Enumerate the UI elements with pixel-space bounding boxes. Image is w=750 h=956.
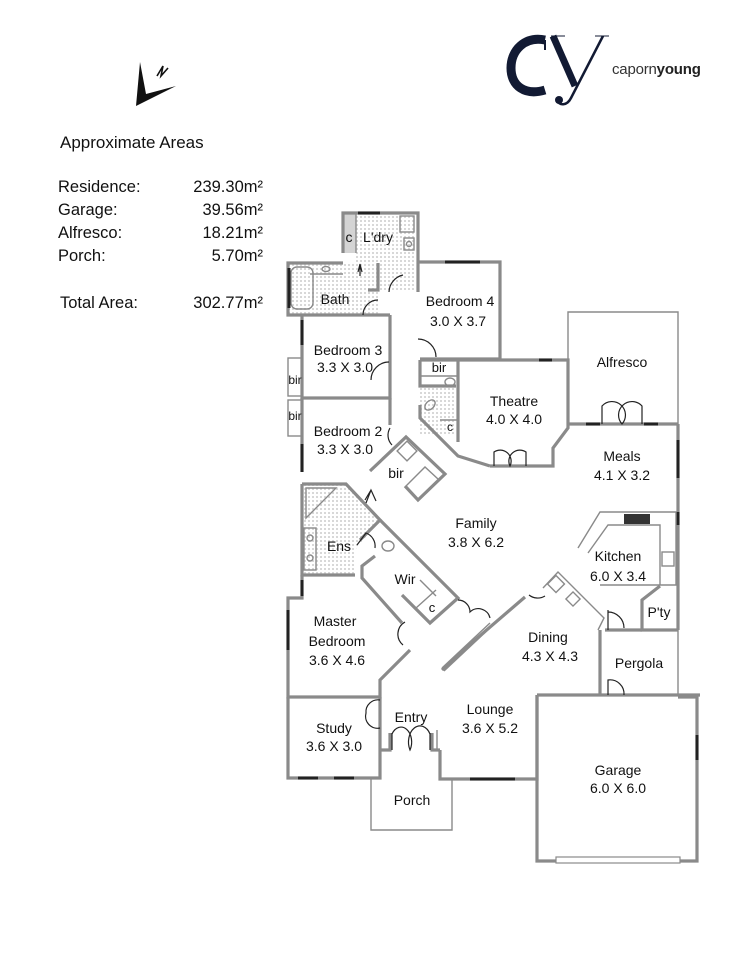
north-arrow-icon: N	[136, 62, 176, 106]
bath	[286, 261, 404, 317]
room-label-garage: Garage	[595, 762, 642, 778]
room-label-dining: Dining	[528, 629, 568, 645]
room-label-bedroom2-bir: bir	[288, 409, 301, 423]
room-label-bedroom2: Bedroom 2	[314, 423, 383, 439]
room-label-pantry: P'ty	[648, 604, 671, 620]
room-size-meals: 4.1 X 3.2	[594, 467, 650, 483]
room-label-laundry: L'dry	[363, 229, 393, 245]
room-label-master-2: Bedroom	[309, 633, 366, 649]
brand-logo: capornyoung CY	[505, 28, 735, 108]
room-label-ensuite: Ens	[327, 538, 351, 554]
room-label-entry: Entry	[395, 709, 428, 725]
area-row-porch: Porch:5.70m²	[58, 247, 263, 265]
entry	[370, 725, 453, 831]
room-label-study: Study	[316, 720, 352, 736]
dining	[440, 570, 605, 695]
brand-name: capornyoung	[612, 61, 701, 78]
study	[286, 697, 382, 780]
area-row-garage: Garage:39.56m²	[58, 201, 263, 219]
room-size-theatre: 4.0 X 4.0	[486, 411, 542, 427]
walk-in-robe	[360, 518, 461, 626]
area-row-total: Total Area:302.77m²	[60, 294, 263, 312]
alfresco	[567, 311, 679, 426]
room-label-laundry-cupboard: c	[346, 229, 353, 245]
room-labels: c L'dry Bath Bedroom 4 3.0 X 3.7 Bedroom…	[288, 229, 670, 808]
room-label-kitchen: Kitchen	[595, 548, 642, 564]
room-size-bedroom2: 3.3 X 3.0	[317, 441, 373, 457]
room-label-meals: Meals	[603, 448, 640, 464]
room-label-alfresco: Alfresco	[597, 354, 648, 370]
room-label-porch: Porch	[394, 792, 431, 808]
bedroom-4	[417, 260, 502, 361]
room-size-kitchen: 6.0 X 3.4	[590, 568, 646, 584]
room-size-garage: 6.0 X 6.0	[590, 780, 646, 796]
room-label-master: Master	[314, 613, 357, 629]
room-label-wir-cupboard: c	[429, 600, 436, 615]
room-size-bedroom4: 3.0 X 3.7	[430, 313, 486, 329]
bedroom-2	[287, 398, 393, 472]
room-label-bath: Bath	[321, 291, 350, 307]
garage	[535, 695, 699, 864]
areas-title: Approximate Areas	[60, 133, 204, 152]
room-label-bedroom4: Bedroom 4	[426, 293, 495, 309]
pergola	[600, 630, 700, 697]
wet-areas	[288, 213, 456, 575]
room-label-family: Family	[455, 515, 496, 531]
theatre	[458, 358, 570, 468]
room-label-hall-bir: bir	[388, 465, 404, 481]
cy-monogram-logo	[506, 34, 609, 106]
room-size-bedroom3: 3.3 X 3.0	[317, 359, 373, 375]
room-size-family: 3.8 X 6.2	[448, 534, 504, 550]
room-label-wir: Wir	[395, 571, 416, 587]
room-label-pergola: Pergola	[615, 655, 663, 671]
meals-kitchen	[577, 424, 680, 632]
area-row-residence: Residence:239.30m²	[58, 178, 263, 196]
room-label-bedroom3-bir: bir	[288, 373, 301, 387]
room-label-wc-bir: bir	[432, 360, 447, 375]
room-label-bedroom3: Bedroom 3	[314, 342, 383, 358]
room-label-wc-cupboard: c	[447, 420, 453, 434]
room-size-lounge: 3.6 X 5.2	[462, 720, 518, 736]
room-label-lounge: Lounge	[467, 701, 514, 717]
room-size-study: 3.6 X 3.0	[306, 738, 362, 754]
area-row-alfresco: Alfresco:18.21m²	[58, 224, 263, 242]
lounge	[438, 693, 600, 781]
laundry	[341, 211, 420, 292]
room-size-master: 3.6 X 4.6	[309, 652, 365, 668]
hall-bir	[368, 434, 448, 503]
room-size-dining: 4.3 X 4.3	[522, 648, 578, 664]
bedroom-3	[287, 315, 392, 400]
room-label-theatre: Theatre	[490, 393, 538, 409]
